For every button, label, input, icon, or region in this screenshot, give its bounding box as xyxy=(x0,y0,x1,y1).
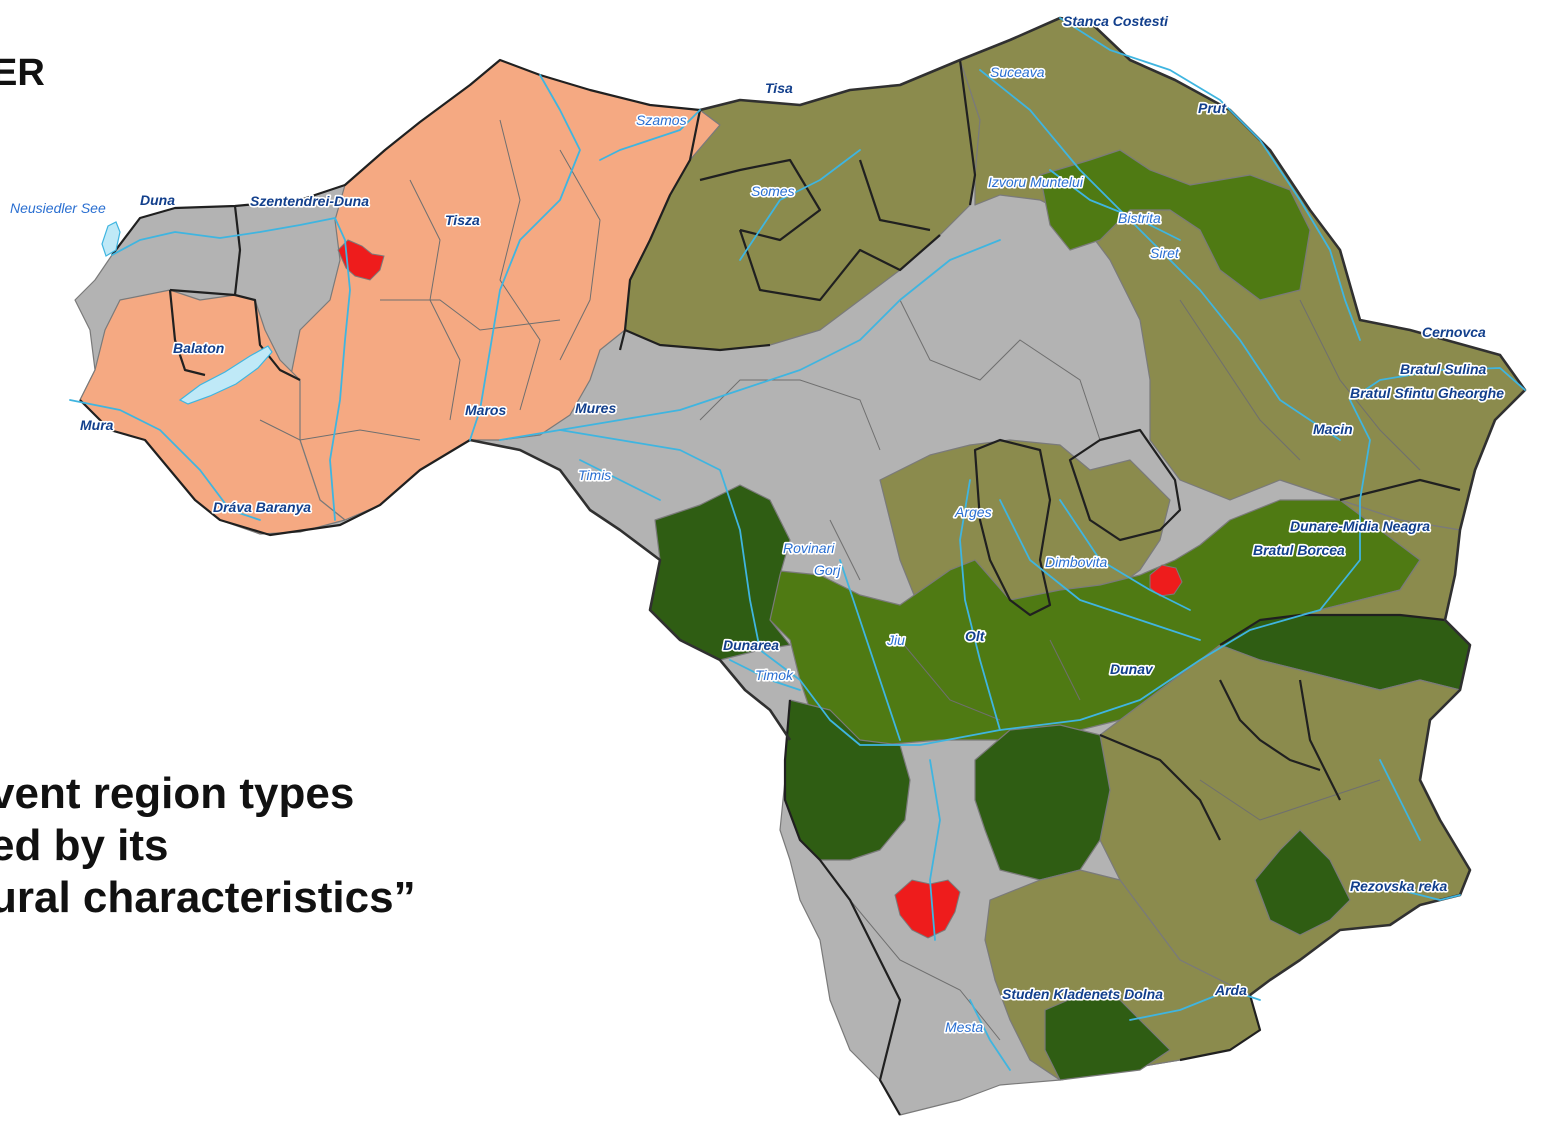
label-studen-kladenets-dolna: Studen Kladenets Dolna xyxy=(1002,986,1163,1002)
label-mures: Mures xyxy=(575,400,616,416)
river-olt xyxy=(959,479,1001,731)
label-balaton: Balaton xyxy=(173,340,224,356)
label-bistrita: Bistrita xyxy=(1118,210,1161,226)
caption-line-3: ural characteristics” xyxy=(0,873,416,922)
river-prut xyxy=(1059,17,1361,341)
label-arges: Arges xyxy=(954,504,992,520)
map-labels: Stanca Costesti Suceava Tisa Prut Szamos… xyxy=(8,11,1505,1036)
river-timis xyxy=(579,459,661,501)
river-arda xyxy=(1129,989,1261,1021)
label-maros: Maros xyxy=(465,402,506,418)
label-bratul-sulina: Bratul Sulina xyxy=(1400,361,1487,377)
label-dimbovita: Dimbovita xyxy=(1045,554,1107,570)
label-bratul-borcea: Bratul Borcea xyxy=(1253,542,1345,558)
label-macin: Macin xyxy=(1313,421,1353,437)
region-capital-bucharest xyxy=(1149,564,1183,597)
country-borders xyxy=(79,58,1471,1116)
river-mura xyxy=(69,399,261,521)
region-green-dark-central-bulgaria xyxy=(974,724,1111,881)
river-east-bulgaria xyxy=(1379,759,1421,841)
label-timok: Timok xyxy=(755,667,794,683)
river-bistrita xyxy=(1049,169,1181,241)
label-dunarea: Dunarea xyxy=(723,637,779,653)
label-neusiedler-see: Neusiedler See xyxy=(10,200,106,216)
river-mesta xyxy=(969,999,1011,1071)
label-tisza: Tisza xyxy=(445,212,480,228)
label-suceava: Suceava xyxy=(990,64,1045,80)
river-mures xyxy=(559,239,1001,431)
slide-caption: vent region types ed by its ural charact… xyxy=(0,768,416,924)
river-rezovska xyxy=(1399,889,1461,901)
label-dunare-midia-neagra: Dunare-Midia Neagra xyxy=(1290,518,1430,534)
river-arges xyxy=(999,499,1201,641)
label-olt: Olt xyxy=(965,628,986,644)
label-somes: Somes xyxy=(751,183,795,199)
river-timok xyxy=(729,659,801,691)
river-somes xyxy=(739,149,861,261)
label-mura: Mura xyxy=(80,417,114,433)
river-danube-upper xyxy=(111,217,351,521)
label-bratul-sfintu-gheorghe: Bratul Sfintu Gheorghe xyxy=(1350,385,1504,401)
region-green-dark-southeast-bulgaria xyxy=(1254,829,1351,936)
caption-line-1: vent region types xyxy=(0,769,355,818)
lake-balaton xyxy=(178,345,273,405)
lake-neusiedler-see xyxy=(101,221,121,257)
label-dunav: Dunav xyxy=(1110,661,1154,677)
label-izvoru-muntelui: Izvoru Muntelui xyxy=(988,174,1084,190)
label-cernovca: Cernovca xyxy=(1422,324,1486,340)
label-prut: Prut xyxy=(1198,100,1227,116)
label-gorj: Gorj xyxy=(814,562,841,578)
label-duna: Duna xyxy=(140,192,175,208)
slide-heading-fragment: ER xyxy=(0,52,45,94)
river-szamos xyxy=(599,109,701,161)
label-tisa: Tisa xyxy=(765,80,793,96)
territory-outline-south xyxy=(469,438,792,741)
label-timis: Timis xyxy=(578,467,611,483)
river-dimbovita xyxy=(1059,499,1191,611)
region-green-siret xyxy=(1039,149,1311,301)
river-siret xyxy=(979,69,1341,441)
sub-basin-boundaries xyxy=(259,119,1421,1041)
label-szamos: Szamos xyxy=(636,112,687,128)
label-szentendrei-duna: Szentendrei-Duna xyxy=(250,193,369,209)
label-siret: Siret xyxy=(1150,245,1180,261)
river-network xyxy=(69,17,1526,1071)
river-danube-lower xyxy=(499,367,1526,746)
region-capital-sofia xyxy=(894,879,961,939)
label-arda: Arda xyxy=(1214,982,1247,998)
label-stanca-costesti: Stanca Costesti xyxy=(1063,13,1169,29)
label-rovinari: Rovinari xyxy=(783,540,835,556)
label-mesta: Mesta xyxy=(945,1019,983,1035)
river-jiu xyxy=(839,559,901,741)
river-tisza xyxy=(469,74,581,441)
river-iskar xyxy=(929,759,941,941)
label-jiu: Jiu xyxy=(886,632,905,648)
caption-line-2: ed by its xyxy=(0,821,169,870)
region-green-dark-south-bulgaria xyxy=(1044,994,1171,1081)
label-rezovska-reka: Rezovska reka xyxy=(1350,878,1448,894)
region-capital-budapest xyxy=(337,239,385,281)
label-drava-baranya: Dráva Baranya xyxy=(213,499,311,515)
